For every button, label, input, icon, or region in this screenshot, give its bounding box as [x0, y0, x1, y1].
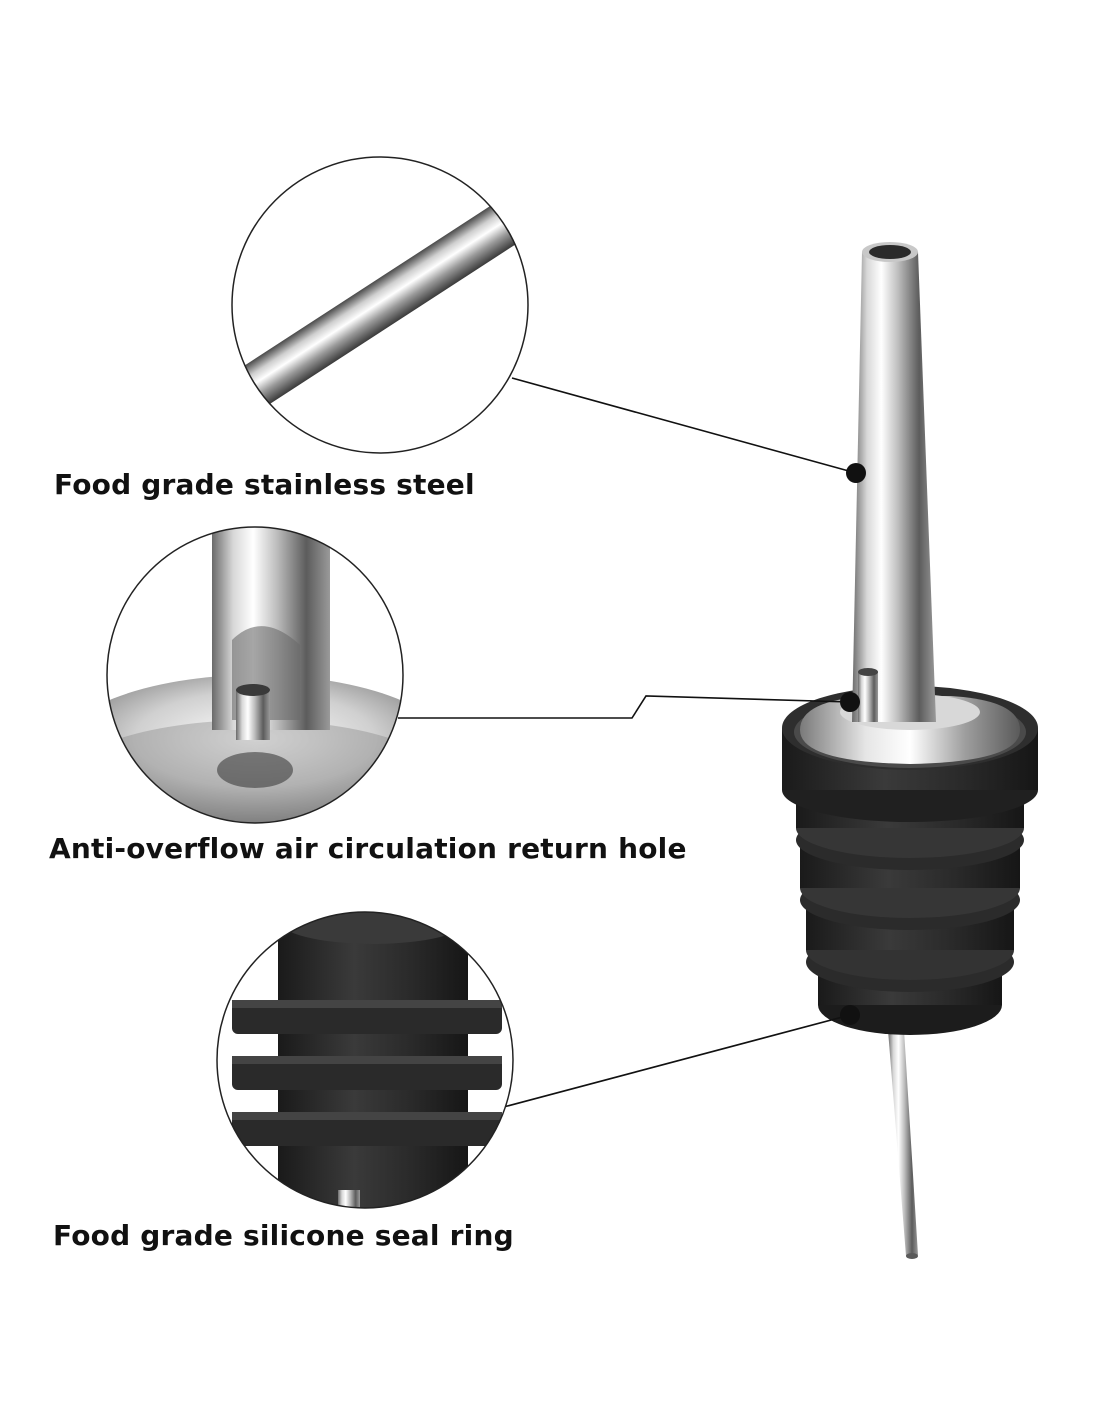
leader-line-steel: [511, 377, 857, 474]
zoom-circle-steel: [231, 156, 529, 454]
callout-dot-hole: [840, 692, 860, 712]
callout-label-hole: Anti-overflow air circulation return hol…: [49, 832, 687, 865]
leader-line-seal: [499, 1014, 851, 1109]
callout-dot-steel: [846, 463, 866, 483]
leader-line-hole: [398, 695, 851, 719]
zoom-circle-hole: [106, 526, 404, 824]
callout-label-seal: Food grade silicone seal ring: [53, 1219, 514, 1252]
callout-dot-seal: [840, 1005, 860, 1025]
pourer-product: [782, 242, 1038, 1259]
leader-lines: [398, 377, 857, 1109]
bottom-spout: [888, 1030, 918, 1259]
callout-label-steel: Food grade stainless steel: [54, 468, 475, 501]
main-tube: [852, 242, 936, 722]
zoom-circle-seal: [216, 911, 514, 1209]
